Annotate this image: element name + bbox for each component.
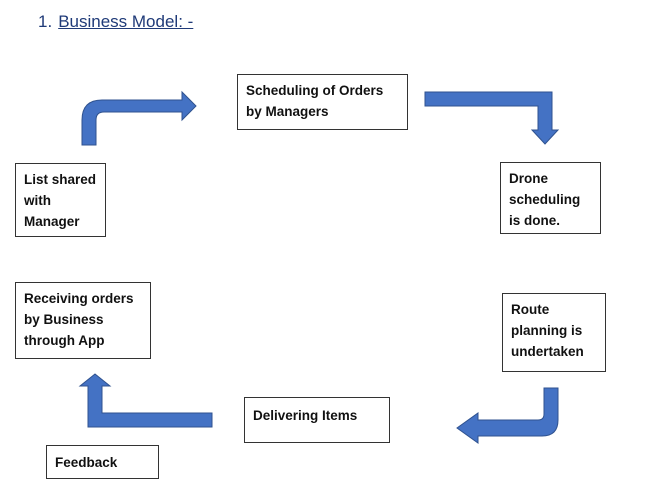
heading-number: 1.: [38, 12, 53, 31]
arrow-list-to-scheduling: [81, 90, 197, 146]
step-feedback: Feedback: [46, 445, 159, 479]
step-drone: Drone scheduling is done.: [500, 162, 601, 234]
step-list: List shared with Manager: [15, 163, 106, 237]
section-heading: 1. Business Model: -: [38, 12, 193, 32]
step-receiving: Receiving orders by Business through App: [15, 282, 151, 359]
arrow-scheduling-to-drone: [424, 91, 560, 145]
step-route: Route planning is undertaken: [502, 293, 606, 372]
heading-title: Business Model: -: [58, 12, 194, 31]
arrow-delivering-to-receiving: [78, 373, 213, 428]
step-delivering: Delivering Items: [244, 397, 390, 443]
arrow-route-to-delivering: [456, 387, 559, 444]
step-scheduling: Scheduling of Orders by Managers: [237, 74, 408, 130]
